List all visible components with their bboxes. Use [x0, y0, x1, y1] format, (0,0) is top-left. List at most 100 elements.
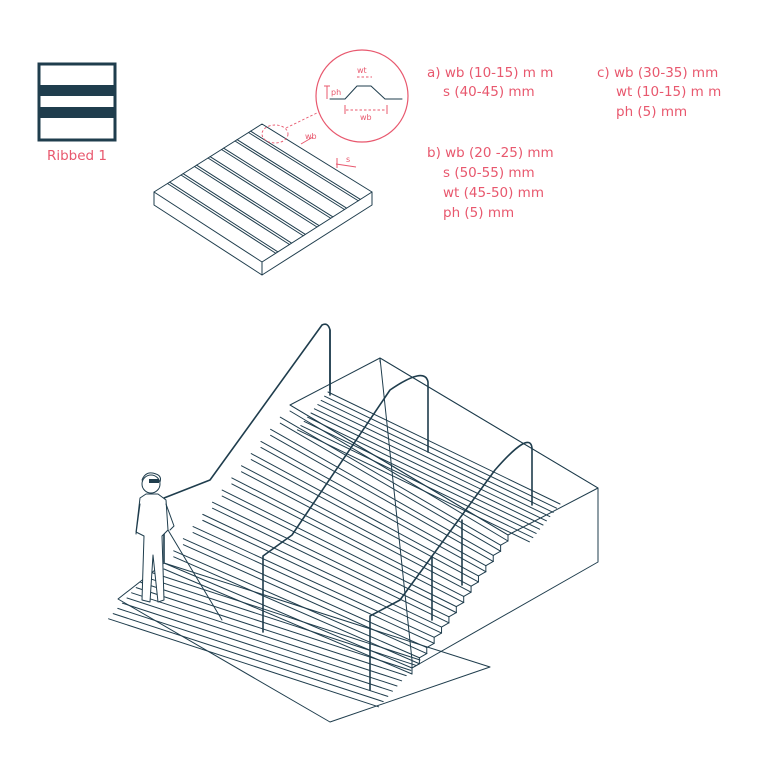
svg-text:s (50-55) mm: s (50-55) mm [443, 165, 535, 181]
step-tread-edge [492, 550, 502, 556]
top-rib [303, 420, 537, 534]
top-rib [327, 391, 561, 505]
top-rib [307, 416, 541, 530]
step-nose [202, 513, 443, 628]
step-riser [202, 519, 443, 634]
bottom-rib [140, 581, 412, 671]
step-nose [211, 501, 450, 618]
bottom-rib [112, 613, 384, 703]
tile-rib [207, 157, 318, 228]
step-nose [279, 416, 502, 546]
top-rib [300, 425, 534, 539]
step-riser [250, 459, 479, 583]
step-riser [231, 483, 465, 603]
step-riser [221, 495, 457, 614]
step-tread-edge [455, 601, 465, 608]
svg-text:s (40-45) mm: s (40-45) mm [443, 84, 535, 100]
step-nose [250, 453, 479, 577]
white-cane [167, 529, 223, 621]
staircase-illustration [108, 323, 599, 723]
svg-text:wt (10-15) m m: wt (10-15) m m [616, 84, 721, 100]
bottom-rib [126, 597, 398, 687]
step-riser [241, 471, 472, 593]
top-tactile-strip [296, 391, 561, 543]
step-riser [289, 410, 509, 542]
step-nose [182, 538, 428, 649]
step-riser [260, 446, 487, 573]
tile-rib [221, 149, 332, 219]
tile-rib [248, 132, 359, 202]
bottom-rib [108, 618, 380, 708]
legend-caption: Ribbed 1 [47, 148, 107, 164]
bottom-rib [149, 571, 421, 661]
rib-profile-detail: wt ph wb [315, 49, 409, 143]
step-nose [231, 477, 465, 597]
tile-rib [169, 181, 279, 253]
tile-rib [194, 166, 304, 237]
tile-rib [209, 156, 320, 227]
detail-leader-line [285, 109, 324, 129]
bottom-rib [117, 607, 389, 697]
bottom-rib [131, 592, 403, 682]
step-tread-edge [426, 642, 435, 649]
spec-option-c: c) wb (30-35) mm wt (10-15) m m ph (5) m… [597, 65, 721, 120]
detail-marker-circle [261, 124, 289, 144]
step-tread-edge [433, 632, 443, 638]
ribbed-tile-icon [37, 62, 117, 142]
step-riser [192, 532, 435, 644]
handrail-left [163, 323, 331, 563]
step-tread-edge [463, 591, 472, 597]
step-nose [221, 489, 457, 608]
step-riser [211, 507, 450, 624]
svg-text:wt (45-50) mm: wt (45-50) mm [443, 185, 544, 201]
step-tread-edge [418, 653, 428, 659]
step-tread-edge [477, 571, 487, 577]
bottom-tactile-strip [108, 571, 421, 708]
svg-text:ph (5) mm: ph (5) mm [616, 104, 687, 120]
svg-text:b) wb (20 -25) mm: b) wb (20 -25) mm [427, 145, 554, 161]
detail-ph-label: ph [331, 88, 341, 97]
bottom-rib [135, 587, 407, 677]
step-tread-edge [411, 663, 420, 669]
step-tread-edge [441, 622, 450, 628]
step-nose [241, 465, 472, 587]
svg-text:a) wb (10-15) m m: a) wb (10-15) m m [427, 65, 553, 81]
dark-glasses-icon [149, 479, 159, 483]
step-tread-edge [470, 581, 479, 587]
step-riser [173, 556, 420, 665]
step-tread-edge [448, 612, 457, 618]
step-nose [192, 526, 435, 638]
detail-wb-label: wb [360, 113, 372, 122]
step-riser [279, 422, 502, 552]
svg-text:ph (5) mm: ph (5) mm [443, 205, 514, 221]
detail-wt-label: wt [357, 66, 367, 75]
tile-rib [250, 130, 361, 200]
top-rib [310, 412, 544, 526]
tile-ribs [167, 130, 361, 254]
visually-impaired-person [135, 472, 223, 621]
step-nose [173, 550, 420, 659]
ribbed-tile-isometric: wb s [153, 109, 373, 276]
tile-wb-label: wb [305, 132, 317, 141]
top-rib [320, 399, 554, 513]
top-rib [324, 395, 558, 509]
handrail-middle [262, 374, 429, 633]
top-rib [317, 404, 551, 518]
tile-rib [180, 174, 290, 245]
step-nose [260, 440, 487, 567]
step-riser [270, 434, 494, 562]
tile-rib [182, 173, 292, 244]
top-rib [313, 408, 547, 522]
tile-rib [196, 164, 306, 235]
spec-option-a: a) wb (10-15) m m s (40-45) mm [427, 65, 553, 100]
tile-rib [234, 140, 345, 210]
step-tread-edge [485, 560, 494, 567]
tile-rib [223, 147, 334, 218]
step-nose [270, 428, 494, 556]
tile-rib [236, 139, 347, 209]
bottom-rib [121, 602, 393, 692]
top-rib [296, 429, 530, 543]
spec-option-b: b) wb (20 -25) mm s (50-55) mm wt (45-50… [427, 145, 554, 221]
step-riser [182, 544, 428, 655]
